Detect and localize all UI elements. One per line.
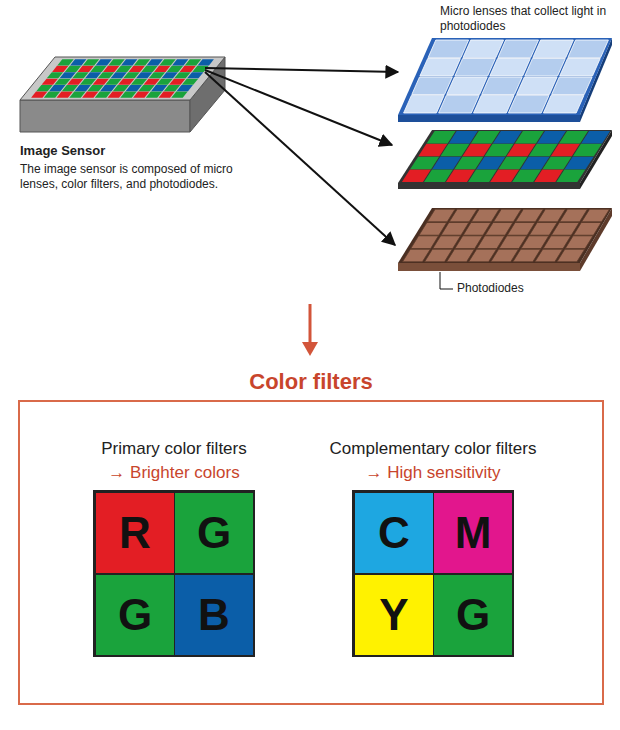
sensor-top — [20, 57, 225, 100]
grid-cell — [420, 59, 461, 77]
pointer-arrow — [205, 68, 398, 72]
pointer-arrow — [205, 72, 395, 245]
grid-cell — [573, 144, 602, 157]
array-property: → High sensitivity — [365, 462, 500, 483]
photodiode-layer-edge — [398, 263, 580, 271]
filter-cell: G — [95, 574, 175, 656]
filter-letter: B — [198, 593, 230, 637]
grid-cell — [463, 40, 504, 58]
filter-cell: C — [354, 492, 434, 574]
array-property: → Brighter colors — [108, 462, 239, 483]
grid-cell — [565, 236, 593, 249]
down-arrow-head — [302, 342, 318, 356]
filter-letter: G — [456, 593, 490, 637]
lens-layer-top — [398, 38, 612, 115]
grid-cell — [508, 95, 549, 113]
grid-cell — [525, 59, 566, 77]
grid-cell — [428, 40, 469, 58]
filter-cell: R — [95, 492, 175, 574]
grid-cell — [177, 85, 193, 91]
part-name: Photodiodes — [457, 281, 524, 296]
filter-cell: G — [433, 574, 513, 656]
layer-caption: Micro lenses that collect light in photo… — [440, 4, 616, 34]
grid-cell — [498, 40, 539, 58]
grid-cell — [198, 59, 214, 65]
filter-letter: G — [118, 593, 152, 637]
lens-layer-edge — [398, 115, 580, 122]
grid-cell — [560, 59, 601, 77]
filter-letter: Y — [379, 593, 408, 637]
grid-cell — [439, 95, 480, 113]
grid-cell — [187, 72, 203, 78]
grid-cell — [455, 59, 496, 77]
filter-panel: Color filtersPrimary color filters→ Brig… — [18, 400, 604, 705]
filter-letter: R — [119, 511, 151, 555]
sensor-front — [20, 100, 190, 132]
filter-cell: Y — [354, 574, 434, 656]
photodiode-layer-top — [398, 208, 612, 263]
grid-cell — [182, 79, 198, 85]
part-name: Image Sensor — [20, 143, 105, 159]
grid-cell — [568, 40, 609, 58]
grid-cell — [557, 249, 585, 262]
filter-layer-edge — [398, 183, 580, 189]
grid-cell — [404, 95, 445, 113]
grid-cell — [474, 95, 515, 113]
grid-cell — [533, 40, 574, 58]
grid-cell — [490, 59, 531, 77]
grid-cell — [552, 77, 593, 95]
grid-cell — [171, 92, 187, 98]
grid-cell — [582, 209, 610, 222]
grid-cell — [412, 77, 453, 95]
filter-letter: C — [378, 511, 410, 555]
grid-cell — [447, 77, 488, 95]
panel-heading: Color filters — [249, 368, 372, 396]
array-heading: Primary color filters — [101, 438, 246, 459]
description-note: The image sensor is composed of micro le… — [20, 162, 240, 192]
grid-cell — [565, 157, 594, 170]
filter-array: Complementary color filters→ High sensit… — [352, 490, 514, 657]
array-heading: Complementary color filters — [330, 438, 537, 459]
filter-cell: M — [433, 492, 513, 574]
grid-cell — [543, 95, 584, 113]
pointer-arrow — [205, 70, 392, 145]
grid-cell — [556, 170, 585, 183]
leader-line — [440, 272, 453, 289]
filter-array: Primary color filters→ Brighter colorsRG… — [93, 490, 255, 657]
filter-letter: G — [197, 511, 231, 555]
grid-cell — [581, 131, 610, 144]
grid-cell — [574, 223, 602, 236]
filter-cell: G — [174, 492, 254, 574]
grid-cell — [517, 77, 558, 95]
filter-cell: B — [174, 574, 254, 656]
grid-cell — [482, 77, 523, 95]
down-arrow — [309, 304, 312, 346]
filter-letter: M — [455, 511, 492, 555]
filter-layer-top — [398, 130, 612, 183]
